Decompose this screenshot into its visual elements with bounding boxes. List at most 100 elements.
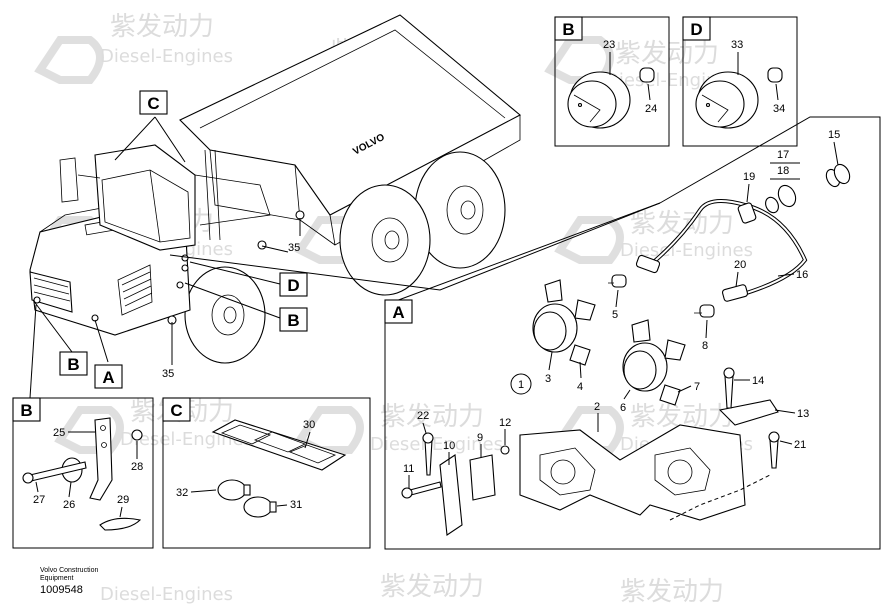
mounting-bracket-2 bbox=[519, 424, 771, 521]
svg-text:C: C bbox=[170, 401, 182, 420]
detail-panel-d: D 33 34 bbox=[682, 16, 798, 147]
part-number: 17 bbox=[777, 149, 789, 161]
part-number: 5 bbox=[612, 309, 618, 321]
part-number: 14 bbox=[752, 375, 764, 387]
watermark-cn: 紫发动力 bbox=[615, 39, 719, 69]
watermark-cn: 紫发动力 bbox=[620, 577, 724, 607]
front-wheel bbox=[184, 266, 266, 364]
part-number: 23 bbox=[603, 39, 615, 51]
part-number: 27 bbox=[33, 494, 45, 506]
part-number: 16 bbox=[796, 269, 808, 281]
view-label-d-truck: D bbox=[279, 272, 308, 297]
part-number: 12 bbox=[499, 417, 511, 429]
switch-13 bbox=[718, 399, 779, 426]
part-number: 34 bbox=[773, 103, 785, 115]
articulated-hauler-illustration: VOLVO bbox=[29, 14, 521, 364]
detail-panel-c: C 30 32 31 bbox=[162, 397, 371, 549]
part-number: 4 bbox=[577, 381, 583, 393]
cab bbox=[94, 144, 196, 251]
nut-12 bbox=[500, 445, 510, 455]
svg-text:A: A bbox=[102, 368, 114, 387]
work-lamp-6 bbox=[622, 319, 686, 406]
bulb-5 bbox=[611, 274, 627, 288]
watermark-cn: 紫发动力 bbox=[380, 572, 484, 602]
part-number: 20 bbox=[734, 259, 746, 271]
grommet-17-18 bbox=[765, 163, 851, 214]
watermark-cn: 紫发动力 bbox=[110, 12, 214, 42]
bulb-31 bbox=[243, 496, 273, 518]
document-number: 1009548 bbox=[40, 584, 83, 596]
detail-panel-b-clamp: B 25 26 27 28 29 bbox=[12, 397, 154, 549]
part-number: 11 bbox=[403, 463, 414, 475]
part-number: 18 bbox=[777, 165, 789, 177]
watermark-cn: 紫发动力 bbox=[380, 402, 484, 432]
hinge-9 bbox=[469, 454, 496, 501]
bolt-21 bbox=[769, 439, 779, 469]
svg-text:D: D bbox=[287, 276, 299, 295]
part-number: 26 bbox=[63, 499, 75, 511]
front-grille bbox=[29, 271, 73, 313]
bracket-25 bbox=[89, 417, 113, 501]
work-lamp-3 bbox=[532, 279, 596, 366]
lamp-housing-33 bbox=[695, 71, 759, 129]
watermark-en: Diesel-Engines bbox=[620, 240, 753, 261]
part-number: 24 bbox=[645, 103, 657, 115]
svg-text:B: B bbox=[562, 20, 574, 39]
part-number: 32 bbox=[176, 487, 188, 499]
detail-panel-a: A bbox=[169, 116, 881, 550]
part-number: 30 bbox=[303, 419, 315, 431]
svg-text:B: B bbox=[67, 355, 79, 374]
view-label-c-truck: C bbox=[139, 90, 168, 115]
view-label-a-front: A bbox=[94, 364, 123, 389]
bolt-22 bbox=[424, 439, 433, 476]
nut-28 bbox=[131, 429, 143, 441]
part-number: 3 bbox=[545, 373, 551, 385]
part-number: 8 bbox=[702, 340, 708, 352]
detail-panel-b: B 23 24 bbox=[554, 16, 670, 147]
bolt-11 bbox=[409, 481, 442, 496]
part-number: 33 bbox=[731, 39, 743, 51]
truck-callouts bbox=[29, 116, 301, 399]
svg-text:D: D bbox=[690, 20, 702, 39]
footer-caption: Volvo Construction Equipment bbox=[40, 567, 98, 583]
svg-text:A: A bbox=[392, 303, 404, 322]
caption-line-1: Volvo Construction bbox=[40, 567, 99, 574]
part-number: 22 bbox=[417, 410, 429, 422]
part-number: 2 bbox=[594, 401, 600, 413]
part-number: 7 bbox=[694, 381, 700, 393]
part-number: 25 bbox=[53, 427, 65, 439]
part-number: 35 bbox=[288, 242, 300, 254]
plate-10 bbox=[439, 454, 463, 536]
bulb-8 bbox=[699, 304, 715, 318]
svg-text:C: C bbox=[147, 94, 159, 113]
part-number: 29 bbox=[117, 494, 129, 506]
part-number: 28 bbox=[131, 461, 143, 473]
part-number: 1 bbox=[518, 379, 524, 391]
part-number: 6 bbox=[620, 402, 626, 414]
svg-text:B: B bbox=[287, 311, 299, 330]
part-number: 10 bbox=[443, 440, 455, 452]
bolt-14 bbox=[724, 375, 734, 409]
view-label-b-truck: B bbox=[279, 307, 308, 332]
part-number: 15 bbox=[828, 129, 840, 141]
cable-tie-29 bbox=[99, 517, 142, 531]
part-number: 31 bbox=[290, 499, 302, 511]
part-number: 9 bbox=[477, 432, 483, 444]
mirror bbox=[59, 157, 79, 203]
reference-circle-1 bbox=[510, 373, 532, 395]
bulb-24 bbox=[639, 67, 655, 83]
watermark-en: Diesel-Engines bbox=[100, 584, 233, 605]
caption-line-2: Equipment bbox=[40, 575, 74, 582]
interior-lamp-30 bbox=[211, 419, 347, 471]
rear-wheels bbox=[339, 151, 506, 296]
side-vent bbox=[117, 264, 153, 316]
view-label-b-front: B bbox=[59, 351, 88, 376]
bulb-32 bbox=[217, 479, 247, 501]
part-number: 35 bbox=[162, 368, 174, 380]
svg-text:B: B bbox=[20, 401, 32, 420]
bulb-34 bbox=[767, 67, 783, 83]
watermark-en: Diesel-Engines bbox=[100, 46, 233, 67]
cable-harness bbox=[635, 199, 808, 302]
part-number: 13 bbox=[797, 408, 809, 420]
